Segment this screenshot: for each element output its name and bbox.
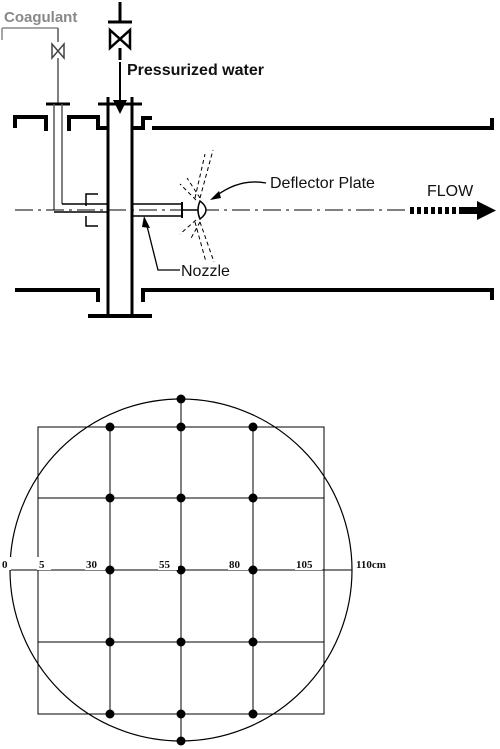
sampling-point	[176, 422, 186, 432]
tick-label-55: 55	[159, 559, 171, 571]
coagulant-valve-icon	[51, 41, 65, 61]
injector-diagram: Coagulant Pressurized water Deflector Pl…	[1, 2, 496, 318]
tick-label-80: 80	[229, 559, 241, 571]
sampling-point	[248, 493, 258, 503]
tick-label-0: 0	[2, 559, 8, 571]
sampling-point	[176, 565, 186, 575]
nozzle-inner-bracket-bottom	[85, 216, 98, 227]
sampling-point	[248, 565, 258, 575]
flow-label: FLOW	[427, 183, 474, 200]
sampling-point	[176, 637, 186, 647]
nozzle-leader	[145, 221, 180, 271]
sampling-point	[105, 637, 115, 647]
pipe-upper-wall	[13, 115, 494, 131]
nozzle-inner-bracket-top	[85, 193, 98, 206]
sampling-point	[248, 709, 258, 719]
deflector-leader	[215, 181, 267, 197]
sampling-point	[176, 736, 186, 746]
sampling-point	[248, 637, 258, 647]
deflector-plate-label: Deflector Plate	[270, 175, 375, 192]
water-valve-icon	[108, 27, 132, 51]
sampling-point	[248, 422, 258, 432]
spray-lower	[179, 219, 215, 263]
sampling-point	[105, 565, 115, 575]
sampling-points	[105, 394, 258, 746]
spray-upper	[179, 149, 214, 201]
tick-label-30: 30	[86, 559, 98, 571]
sampling-point	[105, 493, 115, 503]
nozzle-leader-head	[142, 216, 150, 228]
pressurized-water-label: Pressurized water	[127, 62, 264, 79]
tick-label-5: 5	[39, 559, 45, 571]
nozzle-label: Nozzle	[181, 263, 230, 280]
deflector-plate-icon	[197, 199, 207, 221]
sampling-point	[176, 709, 186, 719]
sampling-point	[105, 709, 115, 719]
flow-arrow	[410, 201, 496, 220]
water-arrow-head	[113, 100, 127, 114]
pipe-lower-wall	[15, 288, 494, 302]
tick-label-110cm: 110cm	[356, 559, 386, 571]
tick-label-105: 105	[296, 559, 313, 571]
sampling-point	[176, 493, 186, 503]
sampling-grid-diagram: 0 5 30 55 80 105 110cm	[1, 394, 396, 746]
coagulant-label: Coagulant	[4, 9, 77, 26]
deflector-leader-head	[210, 191, 221, 200]
sampling-point	[176, 394, 186, 404]
sampling-point	[105, 422, 115, 432]
